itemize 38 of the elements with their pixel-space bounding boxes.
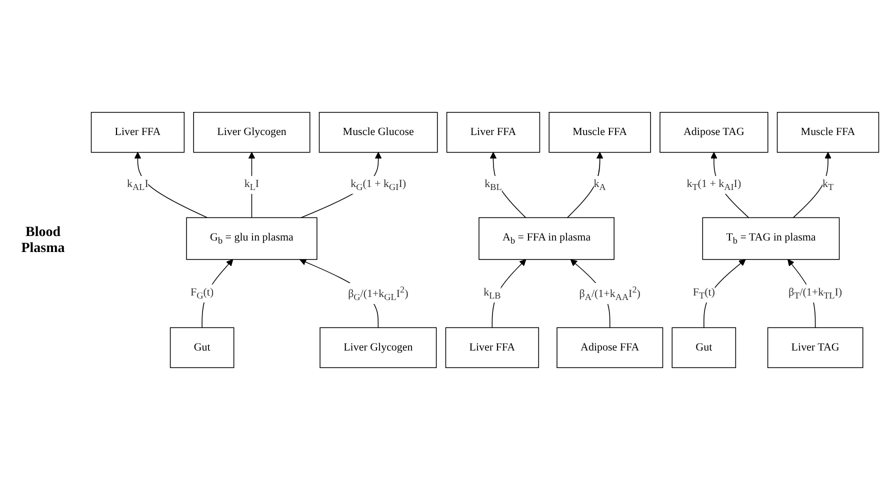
node-box: T$_{b}$ = TAG in plasma: [702, 217, 840, 260]
arrow: [248, 152, 256, 218]
edge-label: β$_{T}$/(1+k$_{TL}$I): [788, 286, 842, 301]
node-box: Adipose FFA: [556, 327, 664, 368]
edge-label: F$_{T}$(t): [692, 286, 715, 301]
edge-label: k$_{L}$I: [244, 178, 260, 192]
node-box: Gut: [170, 327, 234, 368]
arrow: [490, 152, 526, 218]
node-box: Liver Glycogen: [193, 112, 310, 153]
edge-label: F$_{G}$(t): [190, 286, 214, 301]
edge-label: k$_{LB}$: [484, 286, 501, 301]
node-box: G$_{b}$ = glu in plasma: [186, 217, 318, 260]
edge-label: k$_{T}$: [822, 178, 834, 192]
node-box: Muscle FFA: [776, 112, 880, 153]
node-box: Muscle Glucose: [318, 112, 438, 153]
node-box: Liver TAG: [767, 327, 864, 368]
node-box: Liver FFA: [446, 112, 540, 153]
arrow: [704, 259, 746, 328]
edge-label: k$_{G}$(1 + k$_{GI}$I): [350, 178, 406, 192]
edge-label: k$_{A}$: [594, 178, 606, 192]
arrow: [566, 152, 604, 218]
edge-label: k$_{AL}$I: [127, 178, 148, 192]
node-box: Adipose TAG: [660, 112, 768, 153]
arrow: [492, 259, 526, 328]
node-box: Liver Glycogen: [320, 327, 437, 368]
edge-label: β$_{G}$/(1+k$_{GL}$I$^{2}$): [348, 284, 408, 302]
region-label: Blood Plasma: [20, 225, 66, 257]
edge-label: k$_{BL}$: [484, 178, 502, 192]
edge-label: k$_{T}$(1 + k$_{AI}$I): [686, 178, 742, 192]
node-box: Liver FFA: [90, 112, 185, 153]
arrow: [134, 152, 208, 218]
node-box: Gut: [672, 327, 736, 368]
node-box: Muscle FFA: [548, 112, 651, 153]
edge-label: β$_{A}$/(1+k$_{AA}$I$^{2}$): [579, 284, 640, 302]
node-box: Liver FFA: [445, 327, 540, 368]
arrow: [792, 152, 832, 218]
arrow: [202, 259, 234, 328]
node-box: A$_{b}$ = FFA in plasma: [478, 217, 614, 260]
